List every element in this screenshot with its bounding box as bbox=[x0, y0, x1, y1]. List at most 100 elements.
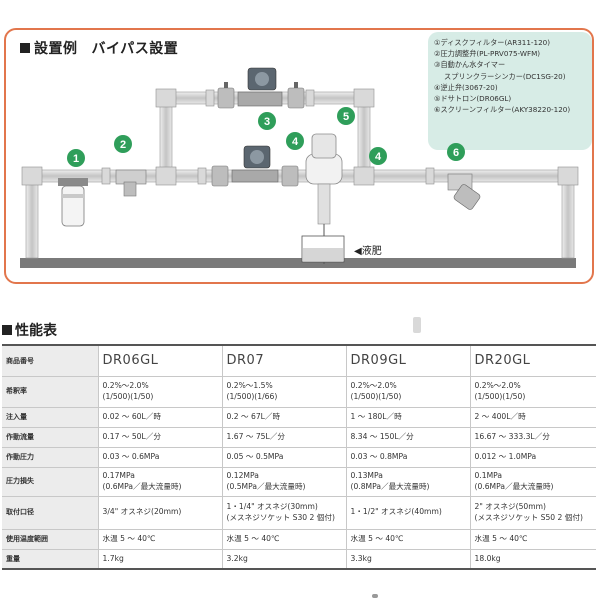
row-header: 作動圧力 bbox=[2, 447, 99, 468]
screen-filter bbox=[447, 173, 481, 210]
legend-item: スプリンクラーシンカー(DC1SG-20) bbox=[444, 71, 566, 81]
legend-item: ④逆止弁(3067-20) bbox=[434, 82, 498, 92]
legend-item: ①ディスクフィルター(AR311-120) bbox=[434, 38, 551, 47]
model-name: DR09GL bbox=[346, 344, 471, 377]
performance-table: 商品番号 DR06GL DR07 DR09GL DR20GL 希釈率 0.2%～… bbox=[2, 344, 596, 570]
ground-slab bbox=[20, 258, 576, 268]
performance-title: 性能表 bbox=[2, 320, 57, 340]
callout-badge: 4 bbox=[369, 147, 387, 165]
callout-badge: 6 bbox=[447, 143, 465, 161]
svg-text:2: 2 bbox=[120, 139, 126, 151]
callout-badge: 1 bbox=[67, 149, 85, 167]
model-name: DR06GL bbox=[98, 344, 223, 377]
parts-legend: ①ディスクフィルター(AR311-120) ②圧力調整弁(PL-PRV075-W… bbox=[428, 32, 592, 150]
table-row: 希釈率 0.2%～2.0%(1/500)(1/50) 0.2%～1.5%(1/5… bbox=[2, 376, 596, 408]
pipe-joints bbox=[21, 88, 579, 186]
table-row: 作動圧力 0.03 ～ 0.6MPa 0.05 ～ 0.5MPa 0.03 ～ … bbox=[2, 447, 596, 468]
table-cell: 3.2kg bbox=[222, 549, 347, 570]
table-cell: 1・1/4" オスネジ(30mm)(メスネジソケット S30 2 個付) bbox=[222, 496, 347, 530]
right-riser-pipe bbox=[561, 175, 575, 259]
table-cell: 16.67 ～ 333.3L／分 bbox=[470, 427, 596, 448]
gray-chip bbox=[413, 317, 421, 333]
timer-valve-lower bbox=[231, 145, 279, 183]
row-header: 商品番号 bbox=[2, 344, 99, 377]
row-header: 重量 bbox=[2, 549, 99, 570]
legend-item: ⑥スクリーンフィルター(AKY38220-120) bbox=[434, 105, 571, 115]
legend-item: ⑤ドサトロン(DR06GL) bbox=[434, 94, 512, 104]
table-row: 取付口径 3/4" オスネジ(20mm) 1・1/4" オスネジ(30mm)(メ… bbox=[2, 496, 596, 530]
table-row: 使用温度範囲 水温 5 ～ 40℃ 水温 5 ～ 40℃ 水温 5 ～ 40℃ … bbox=[2, 529, 596, 550]
table-cell: 水温 5 ～ 40℃ bbox=[470, 529, 596, 550]
callout-badge: 3 bbox=[258, 112, 276, 130]
bypass-valve bbox=[217, 82, 235, 109]
table-cell: 1・1/2" オスネジ(40mm) bbox=[346, 496, 471, 530]
table-cell: 0.17 ～ 50L／分 bbox=[98, 427, 223, 448]
svg-text:6: 6 bbox=[453, 147, 459, 159]
table-cell: 8.34 ～ 150L／分 bbox=[346, 427, 471, 448]
performance-title-text: 性能表 bbox=[15, 323, 57, 339]
legend-item: ③自動かん水タイマー bbox=[434, 60, 506, 70]
left-riser-pipe bbox=[25, 175, 39, 259]
table-cell: 18.0kg bbox=[470, 549, 596, 570]
liquid-fertilizer-label: ◀液肥 bbox=[354, 246, 382, 257]
table-cell: 0.17MPa(0.6MPa／最大流量時) bbox=[98, 467, 223, 497]
table-cell: 0.02 ～ 60L／時 bbox=[98, 407, 223, 428]
square-bullet-icon bbox=[2, 325, 12, 335]
svg-text:3: 3 bbox=[264, 116, 270, 128]
table-cell: 0.012 ～ 1.0MPa bbox=[470, 447, 596, 468]
callout-badge: 2 bbox=[114, 135, 132, 153]
table-cell: 0.03 ～ 0.6MPa bbox=[98, 447, 223, 468]
scroll-marker bbox=[372, 594, 378, 598]
table-row: 圧力損失 0.17MPa(0.6MPa／最大流量時) 0.12MPa(0.5MP… bbox=[2, 467, 596, 497]
table-cell: 1.67 ～ 75L／分 bbox=[222, 427, 347, 448]
dosatron-pump bbox=[305, 133, 343, 264]
main-valve bbox=[211, 165, 229, 187]
table-cell: 1.7kg bbox=[98, 549, 223, 570]
table-row: 商品番号 DR06GL DR07 DR09GL DR20GL bbox=[2, 344, 596, 377]
timer-valve-upper bbox=[237, 67, 283, 107]
table-row: 注入量 0.02 ～ 60L／時 0.2 ～ 67L／時 1 ～ 180L／時 … bbox=[2, 407, 596, 428]
row-header: 作動流量 bbox=[2, 427, 99, 448]
table-cell: 1 ～ 180L／時 bbox=[346, 407, 471, 428]
callout-badges: 1 2 3 3 4 4 5 6 bbox=[67, 107, 465, 167]
row-header: 注入量 bbox=[2, 407, 99, 428]
table-cell: 水温 5 ～ 40℃ bbox=[346, 529, 471, 550]
table-cell: 2" オスネジ(50mm)(メスネジソケット S50 2 個付) bbox=[470, 496, 596, 530]
svg-text:4: 4 bbox=[375, 151, 382, 163]
table-cell: 3/4" オスネジ(20mm) bbox=[98, 496, 223, 530]
table-row: 重量 1.7kg 3.2kg 3.3kg 18.0kg bbox=[2, 549, 596, 570]
row-header: 使用温度範囲 bbox=[2, 529, 99, 550]
installation-title: 設置例バイパス設置 bbox=[20, 38, 178, 58]
table-cell: 0.2%～2.0%(1/500)(1/50) bbox=[346, 376, 471, 408]
table-row: 作動流量 0.17 ～ 50L／分 1.67 ～ 75L／分 8.34 ～ 15… bbox=[2, 427, 596, 448]
table-cell: 0.2%～2.0%(1/500)(1/50) bbox=[470, 376, 596, 408]
main-valve bbox=[281, 165, 299, 187]
disk-filter bbox=[58, 178, 88, 227]
row-header: 取付口径 bbox=[2, 496, 99, 530]
installation-panel: 設置例バイパス設置 ①ディスクフィルター(AR311-120) ②圧力調整弁(P… bbox=[4, 28, 594, 284]
installation-subtitle: バイパス設置 bbox=[91, 41, 179, 57]
fertilizer-tank bbox=[301, 235, 345, 263]
row-header: 希釈率 bbox=[2, 376, 99, 408]
svg-text:1: 1 bbox=[73, 153, 79, 165]
callout-badge: 5 bbox=[337, 107, 355, 125]
row-header: 圧力損失 bbox=[2, 467, 99, 497]
table-cell: 0.2 ～ 67L／時 bbox=[222, 407, 347, 428]
model-name: DR20GL bbox=[470, 344, 596, 377]
table-cell: 0.13MPa(0.8MPa／最大流量時) bbox=[346, 467, 471, 497]
bypass-piping-diagram: 1 2 3 3 4 4 5 6 bbox=[20, 67, 579, 268]
table-cell: 水温 5 ～ 40℃ bbox=[222, 529, 347, 550]
table-cell: 3.3kg bbox=[346, 549, 471, 570]
table-cell: 0.12MPa(0.5MPa／最大流量時) bbox=[222, 467, 347, 497]
svg-text:4: 4 bbox=[292, 136, 299, 148]
table-cell: 0.05 ～ 0.5MPa bbox=[222, 447, 347, 468]
table-cell: 0.2%～2.0%(1/500)(1/50) bbox=[98, 376, 223, 408]
table-cell: 0.03 ～ 0.8MPa bbox=[346, 447, 471, 468]
callout-badge: 4 bbox=[286, 132, 304, 150]
model-name: DR07 bbox=[222, 344, 347, 377]
installation-title-text: 設置例 bbox=[34, 41, 78, 57]
table-cell: 2 ～ 400L／時 bbox=[470, 407, 596, 428]
legend-item: ②圧力調整弁(PL-PRV075-WFM) bbox=[434, 49, 541, 59]
table-cell: 水温 5 ～ 40℃ bbox=[98, 529, 223, 550]
bypass-valve bbox=[287, 82, 305, 109]
